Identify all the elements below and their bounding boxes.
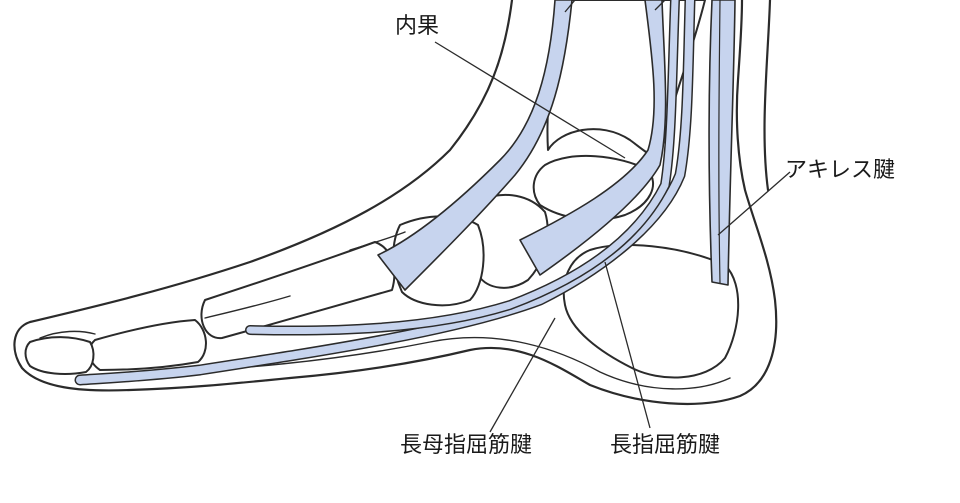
tibialis-posterior-tendon (519, 0, 667, 276)
leader-flexor-hallucis-longus (489, 317, 556, 433)
leader-lines (434, 0, 791, 433)
first-metatarsal (200, 241, 396, 340)
leader-medial-malleolus (434, 41, 626, 159)
proximal-phalanx (88, 319, 207, 371)
achilles-tendon-shape (708, 0, 736, 286)
leader-achilles-tendon (717, 171, 791, 236)
tibialis-anterior-tendon (377, 0, 573, 291)
leader-flexor-digitorum-longus (604, 261, 651, 429)
label-flexor-hallucis-longus-tendon: 長母指屈筋腱 (400, 433, 533, 458)
distal-phalanx (24, 336, 95, 375)
tendons (74, 0, 736, 386)
calcaneus (562, 244, 740, 379)
label-medial-malleolus: 内果 (395, 14, 440, 39)
label-achilles-tendon: アキレス腱 (785, 158, 896, 183)
label-flexor-digitorum-longus-tendon: 長指屈筋腱 (610, 433, 721, 458)
